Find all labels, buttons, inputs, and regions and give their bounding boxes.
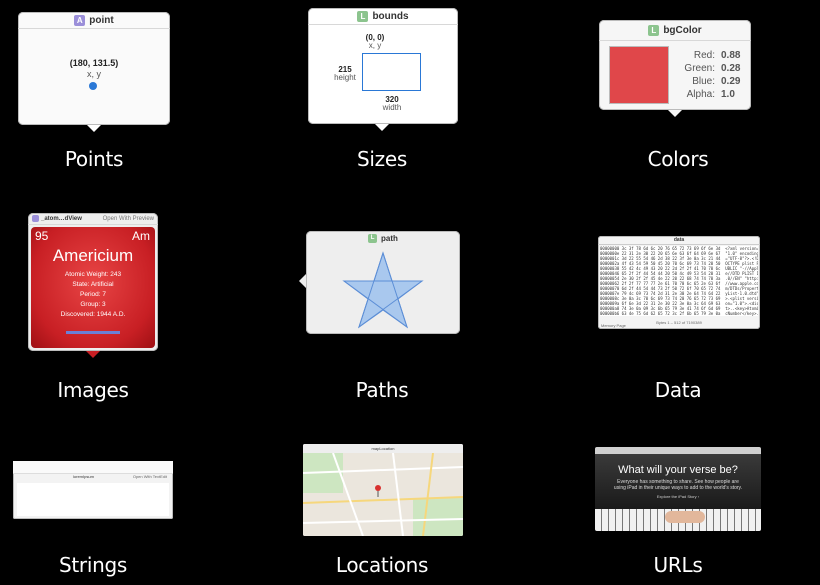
locations-title: mapLocation [371,446,395,451]
popover-arrow-icon [86,351,100,358]
caption-strings: Strings [58,553,127,577]
paths-popover: L path [306,231,460,334]
element-symbol: Am [132,229,150,243]
point-popover-header: A point [18,12,170,29]
red-label: Red: [693,50,715,61]
map-view[interactable] [303,453,463,536]
url-hero: What will your verse be? Everyone has so… [595,454,761,531]
strings-popover: loremIpsum Open With TextEdit [13,461,173,519]
sizes-popover-header: L bounds [308,8,458,25]
url-headline: What will your verse be? [618,464,738,476]
class-badge-icon: A [74,14,86,26]
green-value: 0.28 [721,63,741,74]
element-number: 95 [35,229,49,243]
locations-popover: mapLocation [303,444,463,536]
star-path-icon [342,251,424,329]
urls-popover: What will your verse be? Everyone has so… [595,447,761,531]
popover-arrow-icon [668,110,682,117]
blue-value: 0.29 [721,76,741,87]
alpha-label: Alpha: [686,89,715,100]
alpha-value: 1.0 [721,89,735,100]
point-label: x, y [86,69,101,79]
element-details: Atomic Weight: 243 State: Artificial Per… [31,270,155,320]
images-popover-header: _atom…dView Open With Preview [28,213,158,225]
size-rect [362,53,421,91]
point-popover: A point (180, 131.5) x, y [18,12,170,125]
caption-images: Images [57,378,129,402]
data-popover-header: data [598,236,760,245]
sizes-popover: L bounds (0, 0) x, y 215 height 320 widt… [308,8,458,124]
open-with-preview-button[interactable]: Open With Preview [102,215,154,222]
blue-label: Blue: [692,76,715,87]
caption-paths: Paths [355,378,409,402]
colors-popover: L bgColor Red: 0.88 Green: 0.28 Blue: 0.29 … [599,20,751,110]
images-popover: _atom…dView Open With Preview 95 Am Amer… [28,213,158,351]
color-swatch [609,46,669,104]
point-value: (180, 131.5) [69,58,119,68]
caption-data: Data [654,378,702,402]
class-badge-icon: L [357,10,369,22]
data-footer: Bytes 1 – 512 of 7190389 [656,320,702,325]
detail-line: Atomic Weight: 243 [64,271,122,278]
open-with-textedit-button[interactable]: Open With TextEdit [132,474,167,479]
element-link[interactable] [66,331,120,334]
class-badge-icon: L [648,24,660,36]
point-title: point [89,14,114,26]
caption-urls: URLs [653,553,703,577]
paths-popover-header: L path [306,231,460,245]
popover-arrow-icon [299,274,306,288]
detail-line: Period: 7 [79,291,107,298]
hex-dump: 00000000 3c 3f 78 6d 6c 20 76 65 72 73 6… [600,246,758,316]
popover-arrow-icon [375,124,389,131]
height-value: 215 [338,65,352,74]
lorem-text [17,483,169,516]
data-popover: data 00000000 3c 3f 78 6d 6c 20 76 65 72… [598,236,760,329]
data-left-label: Memory Page [601,323,626,328]
width-label: width [382,103,402,112]
width-value: 320 [385,95,399,104]
detail-line: Group: 3 [80,301,106,308]
url-subtext: Everyone has something to share. See how… [613,479,743,491]
caption-colors: Colors [647,147,709,171]
images-title: _atom…dView [41,215,82,222]
strings-top-bar [13,461,173,474]
origin-value: (0, 0) [365,33,385,42]
point-dot-icon [89,82,97,90]
colors-popover-header: L bgColor [599,20,751,41]
caption-points: Points [64,147,124,171]
data-title: data [673,237,685,243]
url-cta-link[interactable]: Explore the iPad Story › [656,494,700,499]
element-card: 95 Am Americium Atomic Weight: 243 State… [31,227,155,348]
caption-sizes: Sizes [357,147,407,171]
popover-arrow-icon [87,125,101,132]
element-name: Americium [52,246,134,265]
height-label: height [334,73,356,82]
colors-title: bgColor [663,24,702,36]
hands-image [665,511,705,523]
browser-toolbar [595,447,761,454]
class-badge-icon [32,215,39,222]
strings-title: loremIpsum [73,474,94,479]
red-value: 0.88 [721,50,741,61]
detail-line: Discovered: 1944 A.D. [60,311,126,318]
paths-title: path [381,233,398,243]
origin-label: x, y [368,41,382,50]
color-values: Red: 0.88 Green: 0.28 Blue: 0.29 Alpha: 1.0 [677,49,740,101]
class-badge-icon: L [368,233,378,243]
caption-locations: Locations [335,553,429,577]
map-pin-icon [375,485,381,491]
sizes-title: bounds [372,10,409,22]
green-label: Green: [684,63,715,74]
detail-line: State: Artificial [72,281,114,288]
